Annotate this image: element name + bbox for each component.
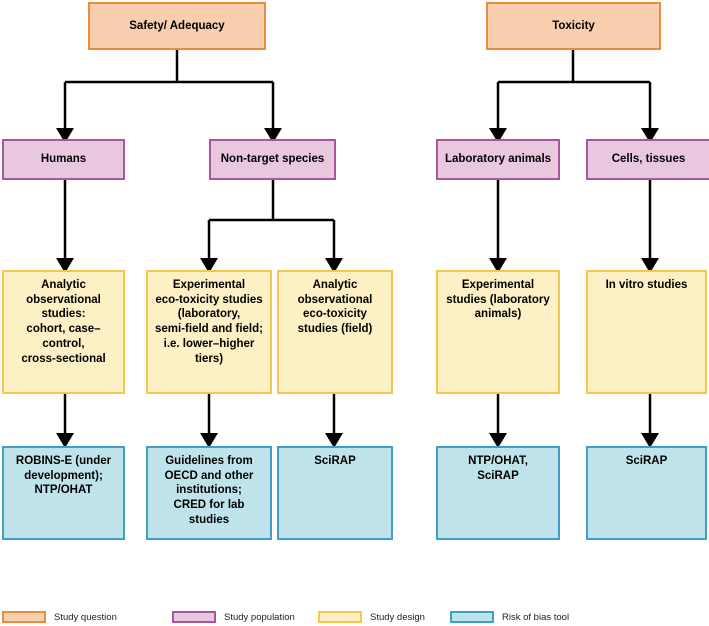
arrowhead [641,433,659,448]
legend-swatch-risk-of-bias-tool [450,611,494,623]
arrowhead [489,433,507,448]
non-target-species-label: Non-target species [220,153,325,166]
ntp-ohat-scirap-label: NTP/OHAT, SciRAP [468,455,528,482]
scirap-box-2: SciRAP [586,446,707,540]
arrowhead [56,128,74,143]
analytic-observational-studies-box: Analytic observational studies: cohort, … [2,270,125,394]
laboratory-animals-label: Laboratory animals [444,153,552,166]
arrowhead [489,128,507,143]
scirap-label-1: SciRAP [314,455,356,467]
in-vitro-studies-box: In vitro studies [586,270,707,394]
cells-tissues-box: Cells, tissues [586,139,709,180]
arrowhead [200,433,218,448]
legend-item-study-question: Study question [2,610,117,624]
humans-label: Humans [40,153,87,166]
legend-label-risk-of-bias-tool: Risk of bias tool [502,611,570,623]
legend-label-study-design: Study design [370,611,425,623]
robins-e-box: ROBINS-E (under development); NTP/OHAT [2,446,125,540]
humans-box: Humans [2,139,125,180]
legend-swatch-study-question [2,611,46,623]
scirap-label-2: SciRAP [625,455,668,467]
analytic-eco-toxicity-label: Analytic observational eco-toxicity stud… [297,279,373,336]
arrowhead [325,258,343,273]
legend-item-study-population: Study population [172,610,295,624]
legend-label-study-question: Study question [54,611,117,623]
arrowhead [641,128,659,143]
arrowhead [56,258,74,273]
guidelines-box: Guidelines from OECD and other instituti… [146,446,272,540]
arrowhead [264,128,282,143]
toxicity-label: Toxicity [552,19,595,32]
legend-swatch-study-design [318,611,362,623]
experimental-lab-animals-label: Experimental studies (laboratory animals… [446,279,550,321]
legend-label-study-population: Study population [224,611,295,623]
in-vitro-studies-label: In vitro studies [605,279,688,291]
guidelines-label: Guidelines from OECD and other instituti… [164,455,254,526]
arrowhead [641,258,659,273]
scirap-box-1: SciRAP [277,446,393,540]
arrowhead [56,433,74,448]
laboratory-animals-box: Laboratory animals [436,139,560,180]
experimental-eco-toxicity-label: Experimental eco-toxicity studies (labor… [155,279,263,365]
legend-swatch-study-population [172,611,216,623]
experimental-eco-toxicity-box: Experimental eco-toxicity studies (labor… [146,270,272,394]
arrowhead [325,433,343,448]
ntp-ohat-scirap-box: NTP/OHAT, SciRAP [436,446,560,540]
safety-adequacy-box: Safety/ Adequacy [88,2,266,50]
safety-adequacy-label: Safety/ Adequacy [129,19,225,32]
cells-tissues-label: Cells, tissues [611,153,686,166]
toxicity-box: Toxicity [486,2,661,50]
arrowhead [489,258,507,273]
non-target-species-box: Non-target species [209,139,336,180]
robins-e-label: ROBINS-E (under development); NTP/OHAT [15,455,112,497]
analytic-observational-studies-label: Analytic observational studies: cohort, … [21,279,106,365]
legend-item-risk-of-bias-tool: Risk of bias tool [450,610,569,624]
arrowhead [200,258,218,273]
legend-item-study-design: Study design [318,610,425,624]
experimental-lab-animals-box: Experimental studies (laboratory animals… [436,270,560,394]
analytic-eco-toxicity-box: Analytic observational eco-toxicity stud… [277,270,393,394]
